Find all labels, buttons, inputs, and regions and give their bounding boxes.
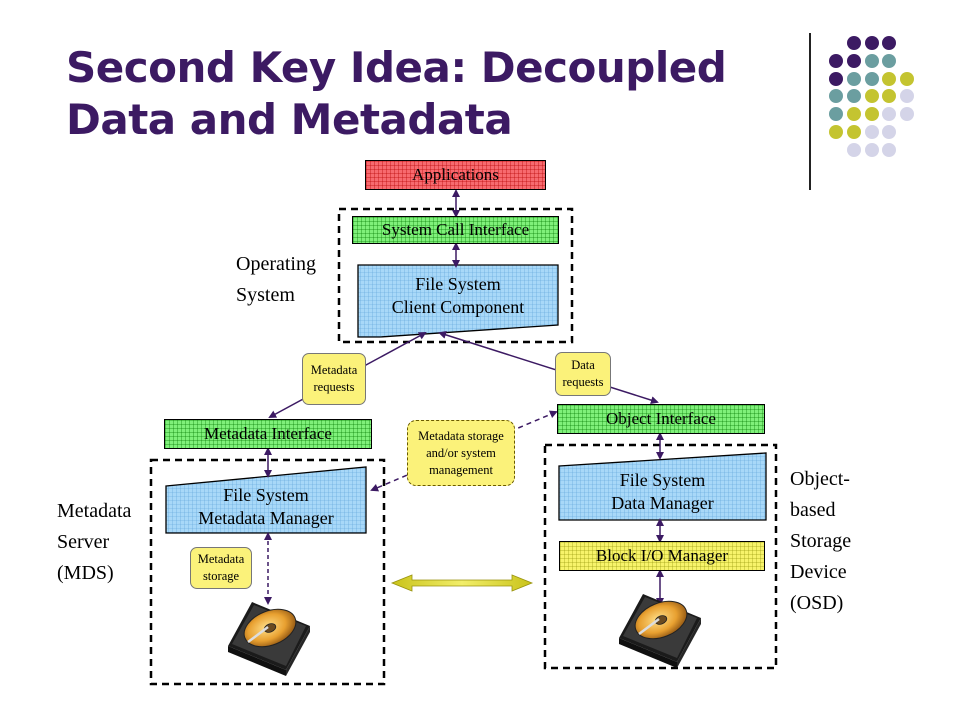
decorative-divider — [809, 33, 811, 190]
metadata-requests-note: Metadata requests — [302, 353, 366, 405]
decorative-dot — [864, 142, 879, 157]
decorative-dot — [864, 125, 879, 139]
decorative-dot — [882, 125, 897, 139]
fs-metadata-manager-label: File System Metadata Manager — [198, 485, 334, 528]
metadata-storage-note: Metadata storage — [190, 547, 252, 589]
data-requests-arrow — [438, 331, 659, 404]
osd-frame — [543, 443, 778, 670]
decorative-dot — [829, 53, 843, 68]
decorative-dot — [882, 107, 897, 122]
fs-client-component-label: File System Client Component — [391, 274, 525, 317]
decorative-dot — [846, 107, 861, 122]
mds-osd-link-arrow — [390, 574, 534, 592]
system-call-interface-box: System Call Interface — [352, 216, 559, 244]
decorative-dot — [829, 107, 843, 122]
decorative-dot — [846, 89, 861, 104]
decorative-dot — [882, 53, 897, 68]
decorative-dot — [846, 53, 861, 68]
decorative-dot — [900, 71, 915, 86]
decorative-dot — [864, 71, 879, 86]
decorative-dot — [882, 36, 897, 50]
osd-label: Object- based Storage Device (OSD) — [790, 468, 852, 614]
slide-title-line-1: Second Key Idea: Decoupled — [66, 43, 727, 92]
decorative-dot — [864, 89, 879, 104]
metadata-interface-box: Metadata Interface — [164, 419, 372, 449]
mds-label: Metadata Server (MDS) — [57, 500, 132, 584]
hard-disk-icon — [619, 594, 701, 668]
decorative-dot — [864, 107, 879, 122]
decorative-dot — [846, 36, 861, 50]
operating-system-label: Operating System — [236, 253, 316, 306]
applications-box: Applications — [365, 160, 546, 190]
decorative-dot — [882, 71, 897, 86]
decorative-dot — [864, 36, 879, 50]
decorative-dot — [900, 107, 915, 122]
data-requests-note: Data requests — [555, 352, 611, 396]
decorative-dot — [829, 71, 843, 86]
object-interface-box: Object Interface — [557, 404, 765, 434]
fs-client-component-shape — [357, 264, 559, 338]
slide-title-line-2: Data and Metadata — [66, 95, 513, 144]
decorative-dot — [864, 53, 879, 68]
decorative-dot — [829, 89, 843, 104]
decorative-dot — [846, 125, 861, 139]
fs-metadata-manager-shape — [165, 466, 367, 534]
hard-disk-icon — [228, 602, 310, 676]
decorative-dot — [882, 142, 897, 157]
decorative-dot — [829, 125, 843, 139]
decorative-dot — [846, 142, 861, 157]
fs-data-manager-label: File System Data Manager — [611, 470, 714, 513]
decorative-dot — [882, 89, 897, 104]
decorative-dot — [900, 89, 915, 104]
metadata-storage-management-note: Metadata storage and/or system managemen… — [407, 420, 515, 486]
slide-title: Second Key Idea: Decoupled Data and Meta… — [66, 42, 727, 146]
decorative-dot — [846, 71, 861, 86]
fs-data-manager-shape — [558, 452, 767, 521]
block-io-manager-box: Block I/O Manager — [559, 541, 765, 571]
